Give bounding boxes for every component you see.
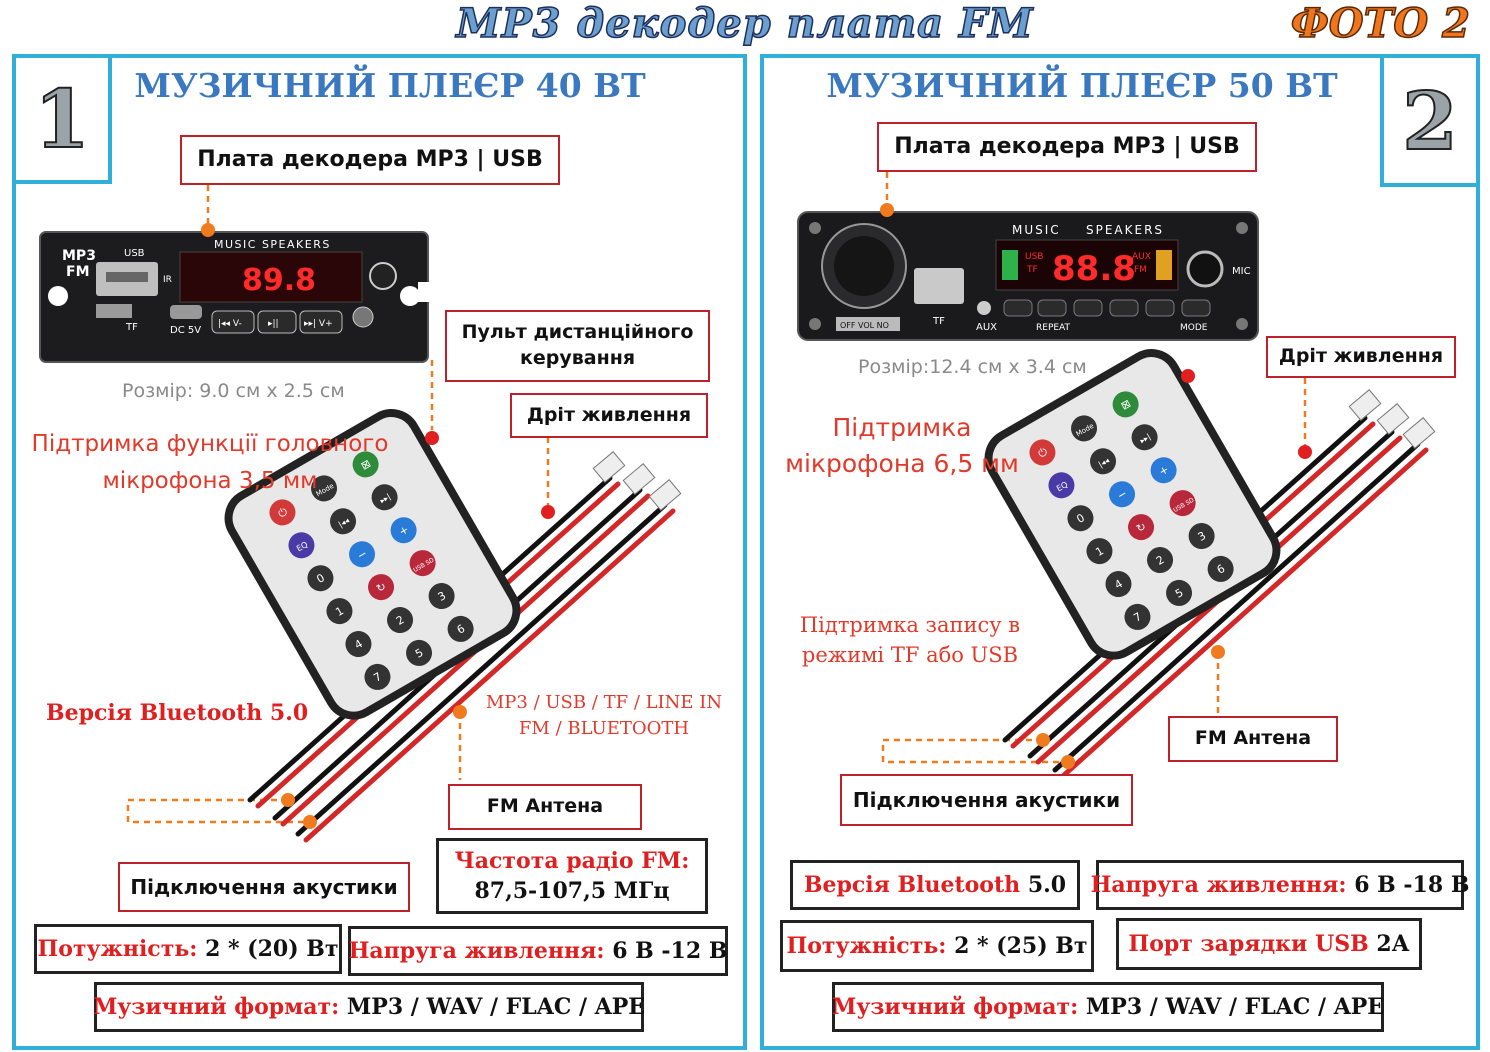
panel-1-fm-frequency: Частота радіо FM: 87,5-107,5 МГц — [436, 838, 708, 914]
panel-2-board-label: Плата декодера MP3 | USB — [877, 122, 1257, 172]
panel-1 — [12, 54, 747, 1050]
board-2-aux: AUX — [976, 322, 997, 333]
board-2-aux-disp: AUX — [1132, 252, 1151, 262]
panel-1-power-wire-label: Дріт живлення — [510, 393, 708, 438]
panel-2-artwork: MUSIC SPEAKERS 88.8 USB TF AUX FM MIC AU… — [797, 172, 1436, 779]
panel-1-format-spec: Музичний формат: MP3 / WAV / FLAC / APE — [92, 982, 646, 1032]
panel-2-voltage-spec: Напруга живлення: 6 В -18 В — [1091, 860, 1469, 910]
board-1-brand-top: MP3 — [62, 248, 96, 264]
board-2 — [797, 211, 1259, 341]
board-1-tf: TF — [125, 322, 138, 333]
board-2-usb-disp: USB — [1025, 252, 1043, 262]
photo-label: ФОТО 2 — [1290, 0, 1471, 48]
panel-2-fm-antenna-label: FM Антена — [1168, 716, 1338, 762]
voltage-spec-label: Напруга живлення: — [348, 938, 605, 964]
panel-2-record-support: Підтримка запису в режимі TF або USB — [799, 613, 1021, 667]
panel-2-number: 2 — [1380, 54, 1480, 187]
power-spec-label: Потужність: — [37, 936, 198, 962]
panel-2-size: Розмір:12.4 см х 3.4 см — [858, 356, 1087, 378]
panel-2-mic-support: Підтримка мікрофона 6,5 мм — [785, 413, 1019, 478]
panel-1-title: МУЗИЧНИЙ ПЛЕЄР 40 ВТ — [134, 66, 646, 105]
panel-1-fm-antenna-label: FM Антена — [448, 784, 642, 830]
panel-2-bluetooth-spec: Версія Bluetooth 5.0 — [790, 860, 1080, 910]
format-spec-value: MP3 / WAV / FLAC / APE — [346, 994, 646, 1020]
panel-2-format-spec: Музичний формат: MP3 / WAV / FLAC / APE — [832, 982, 1384, 1032]
usb-port-spec-value: 2А — [1376, 931, 1410, 957]
voltage-spec-2-value: 6 В -18 В — [1354, 872, 1470, 898]
board-2-tf-disp: TF — [1026, 265, 1038, 275]
panel-2-speaker-label: Підключення акустики — [840, 774, 1133, 826]
remote-1: ⏻ Mode ⊠ EQ |◂◂ ▸▸| 0 − + 1 ↻ USB SD 4 2… — [224, 409, 521, 720]
panel-2-power-wire-label: Дріт живлення — [1266, 336, 1456, 378]
panel-1-board-label: Плата декодера MP3 | USB — [180, 135, 560, 185]
panel-1-power-spec: Потужність: 2 * (20) Вт — [34, 924, 342, 974]
fm-frequency-value: 87,5-107,5 МГц — [474, 878, 670, 904]
format-spec-2-label: Музичний формат: — [831, 994, 1079, 1020]
bluetooth-spec-value: 5.0 — [1027, 872, 1067, 898]
board-2-header-right: SPEAKERS — [1086, 223, 1164, 237]
board-2-tf: TF — [932, 316, 945, 327]
panel-2-usb-port-spec: Порт зарядки USB 2А — [1116, 918, 1422, 970]
board-2-fm-disp: FM — [1134, 265, 1147, 275]
panel-1-number: 1 — [12, 54, 112, 184]
board-2-mode: MODE — [1180, 323, 1208, 333]
usb-port-spec-label: Порт зарядки USB — [1128, 931, 1369, 957]
board-1-btn-vol-down: |◂◂ V- — [218, 319, 242, 329]
panel-1-artwork: MP3 FM USB MUSIC SPEAKERS 89.8 TF DC 5V … — [39, 185, 682, 843]
format-spec-2-value: MP3 / WAV / FLAC / APE — [1085, 994, 1385, 1020]
fm-frequency-label: Частота радіо FM: — [454, 848, 690, 874]
panel-1-remote-label: Пульт дистанційного керування — [445, 310, 710, 382]
board-2-repeat: REPEAT — [1036, 323, 1071, 333]
panel-2 — [760, 54, 1480, 1050]
board-1-usb: USB — [124, 248, 145, 259]
panel-2-power-spec: Потужність: 2 * (25) Вт — [780, 920, 1094, 972]
panel-1-mic-support: Підтримка функції головного мікрофона 3,… — [31, 431, 389, 494]
page-title: MP3 декодер плата FM — [456, 0, 1034, 48]
panel-1-size: Розмір: 9.0 см х 2.5 см — [122, 380, 345, 402]
panel-2-title: МУЗИЧНИЙ ПЛЕЄР 50 ВТ — [826, 66, 1338, 105]
board-1-header: MUSIC SPEAKERS — [214, 238, 331, 251]
board-1 — [39, 231, 434, 363]
board-1-btn-vol-up: ▸▸| V+ — [304, 319, 333, 329]
board-1-display: 89.8 — [242, 263, 316, 298]
board-2-switch: OFF VOL NO — [840, 321, 889, 330]
board-2-mic: MIC — [1232, 266, 1251, 277]
board-1-brand-bottom: FM — [66, 264, 90, 280]
panel-1-bluetooth: Версія Bluetooth 5.0 — [46, 700, 309, 726]
bluetooth-spec-label: Версія Bluetooth — [803, 872, 1021, 898]
voltage-spec-value: 6 В -12 В — [612, 938, 728, 964]
board-1-btn-play: ▸|| — [268, 319, 279, 329]
board-2-display: 88.8 — [1052, 249, 1136, 289]
panel-1-speaker-label: Підключення акустики — [118, 862, 410, 912]
board-1-ir: IR — [163, 275, 172, 285]
voltage-spec-2-label: Напруга живлення: — [1090, 872, 1347, 898]
power-spec-2-value: 2 * (25) Вт — [954, 933, 1088, 959]
panel-1-modes: MP3 / USB / TF / LINE IN FM / BLUETOOTH — [485, 692, 723, 739]
board-1-dc: DC 5V — [170, 325, 201, 336]
panel-1-voltage-spec: Напруга живлення: 6 В -12 В — [348, 926, 728, 976]
power-spec-2-label: Потужність: — [786, 933, 947, 959]
format-spec-label: Музичний формат: — [92, 994, 340, 1020]
board-2-header-left: MUSIC — [1012, 223, 1061, 237]
power-spec-value: 2 * (20) Вт — [205, 936, 339, 962]
remote-2: ⏻ Mode ⊠ EQ |◂◂ ▸▸| 0 − + 1 ↻ USB SD 4 2… — [984, 349, 1281, 660]
